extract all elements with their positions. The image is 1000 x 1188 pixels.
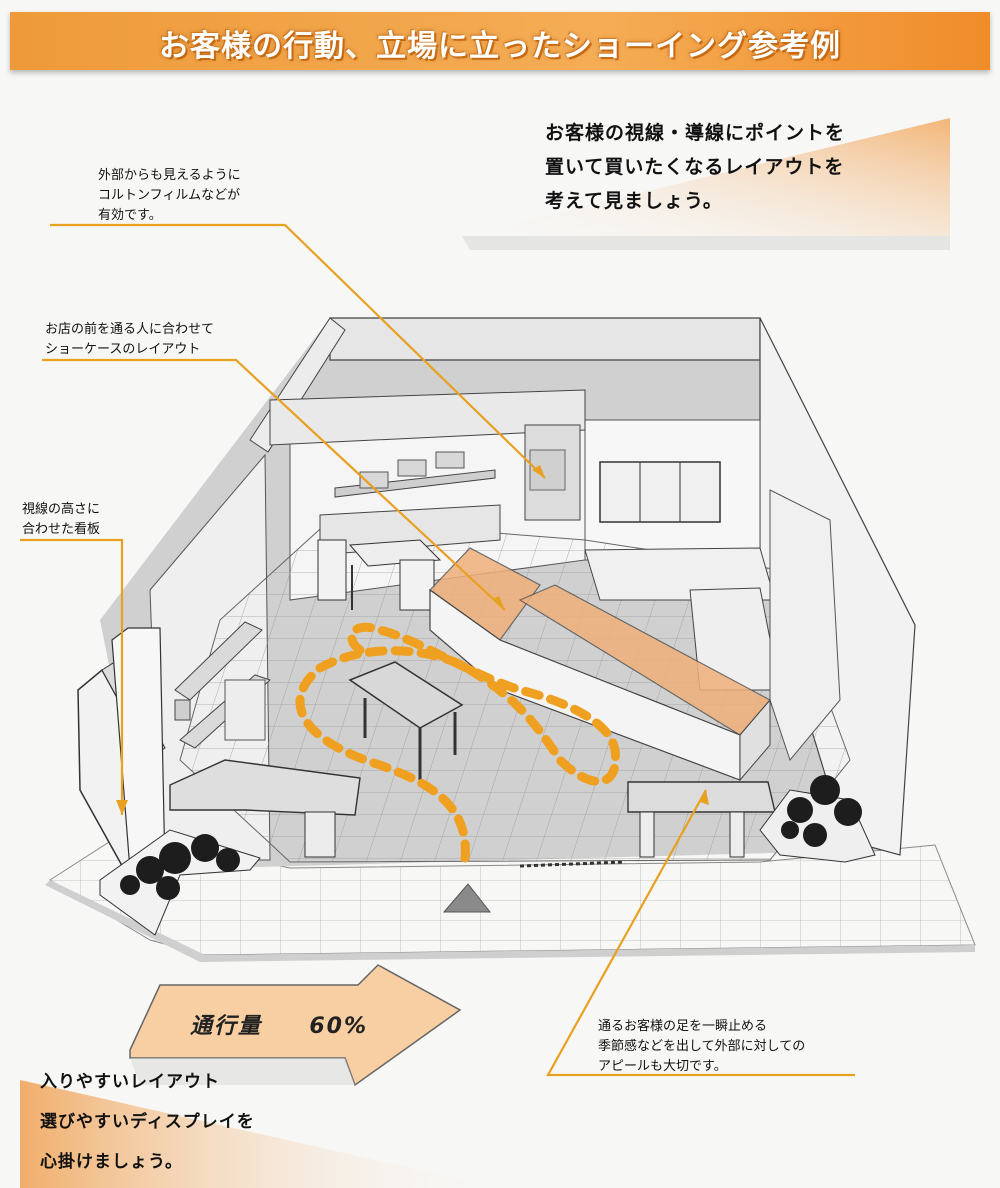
shrub-left [120,834,240,900]
traffic-label-text: 通行量 [190,1014,263,1039]
traffic-value: 60% [309,1014,369,1039]
callout-line-1: お客様の視線・導線にポイントを [545,122,846,144]
note-exterior-film: 外部からも見えるように コルトンフィルムなどが 有効です。 [98,168,241,223]
center-table [348,661,464,729]
bottom-line-2: 選びやすいディスプレイを [40,1112,255,1132]
note-eye-level-sign: 視線の高さに 合わせた看板 [22,502,101,537]
traffic-label: 通行量 60% [190,1008,368,1040]
page-title: お客様の行動、立場に立ったショーイング参考例 [159,29,841,64]
customer-flow-path [295,622,621,863]
bottom-line-3: 心掛けましょう。 [40,1152,183,1172]
callout-line-2: 置いて買いたくなるレイアウトを [545,156,845,178]
note-showcase-layout: お店の前を通る人に合わせて ショーケースのレイアウト [45,322,215,357]
leader-lines [20,223,855,1077]
note-seasonal-appeal: 通るお客様の足を一瞬止める 季節感などを出して外部に対しての アピールも大切です… [598,1019,806,1074]
entrance-marker [442,883,492,913]
title-bar: お客様の行動、立場に立ったショーイング参考例 [10,12,990,70]
callout-top-right: お客様の視線・導線にポイントを 置いて買いたくなるレイアウトを 考えて見ましょう… [545,116,965,218]
bottom-line-1: 入りやすいレイアウト [40,1072,220,1092]
callout-line-3: 考えて見ましょう。 [545,190,723,212]
shrub-right [781,775,862,847]
bottom-left-text: 入りやすいレイアウト 選びやすいディスプレイを 心掛けましょう。 [40,1062,255,1182]
callout-ramp-top [462,118,950,236]
callout-ramp-bottom [20,1080,500,1188]
